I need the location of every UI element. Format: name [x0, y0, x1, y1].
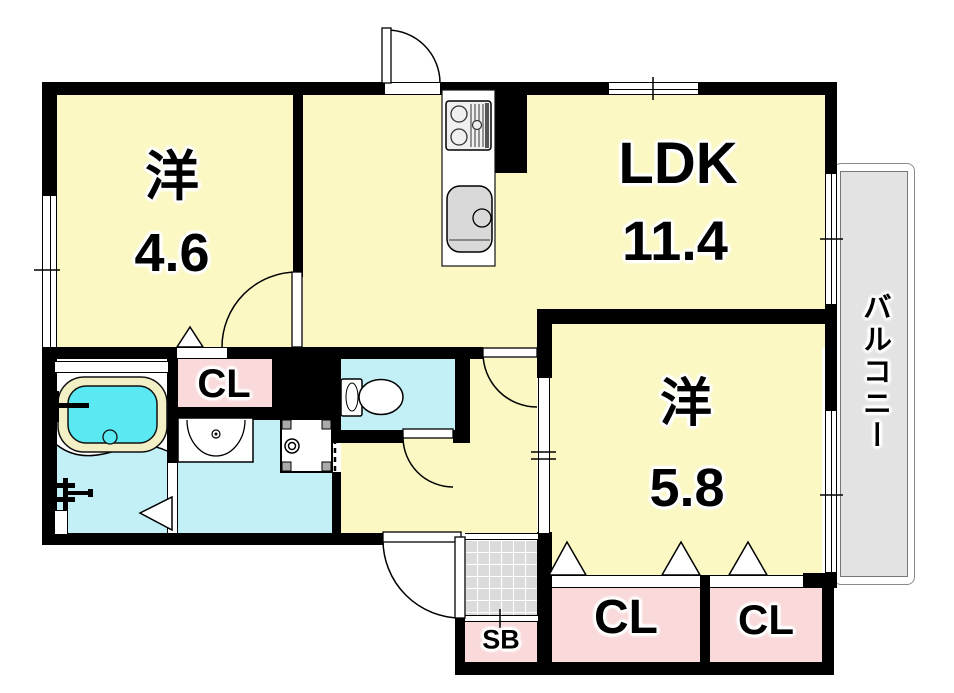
- wall-left-lower: [42, 348, 57, 533]
- closet-main-opening: [552, 575, 700, 588]
- room-ldk-area: 11.4: [622, 209, 728, 272]
- ldk-hall-door-leaf: [482, 347, 538, 358]
- closet-hall-opening: [177, 347, 227, 359]
- entry-door-opening-top: [385, 82, 440, 95]
- wall-mid-band-b: [227, 347, 483, 359]
- wall-58-top: [537, 309, 837, 324]
- window-balcony-ldk: [825, 173, 837, 305]
- bath-door-opening: [167, 463, 178, 533]
- closet-side-floor: [710, 588, 822, 662]
- wall-closet-divider: [700, 575, 710, 662]
- wall-toilet-right: [455, 347, 470, 430]
- shoe-box-label: SB: [482, 624, 520, 655]
- room-ldk-label: LDK: [618, 131, 738, 196]
- entry-door-arc: [386, 29, 441, 84]
- front-door-leaf-open: [454, 536, 466, 619]
- wall-kitchen-stub: [495, 82, 527, 173]
- toilet-room-floor: [341, 359, 455, 430]
- wall-right-mid: [825, 305, 837, 410]
- front-door-arc: [382, 539, 462, 619]
- closet-main-label: CL: [594, 591, 658, 644]
- entrance-tile-floor: [465, 540, 538, 615]
- window-top-ldk: [608, 82, 699, 95]
- wall-top-a: [42, 82, 385, 95]
- wall-bottom-closets: [455, 662, 834, 675]
- wall-closet-hall-bottom: [170, 407, 272, 420]
- balcony-label: バルコニー: [858, 292, 891, 452]
- wall-bottom-main: [42, 533, 383, 545]
- entry-door-leaf: [381, 27, 392, 84]
- entrance-step-edge: [465, 533, 538, 540]
- closet-hall-label: CL: [197, 362, 251, 406]
- bathroom-lower-floor: [57, 445, 167, 533]
- room-western-5-8-floor: [549, 324, 822, 575]
- wall-58-left-upper: [537, 309, 552, 378]
- bathroom-upper-floor: [57, 373, 167, 445]
- wall-block-center: [272, 347, 341, 420]
- wall-left-upper: [42, 82, 57, 195]
- shoe-box-step-edge: [465, 615, 538, 622]
- closet-hall-floor: [177, 359, 272, 407]
- bath-wall-shelf: [55, 361, 168, 373]
- wall-46-ldk-divider: [293, 82, 303, 277]
- room-western-5-8-area: 5.8: [649, 458, 725, 518]
- room-western-4-6-floor: [57, 95, 293, 347]
- room-western-4-6-area: 4.6: [134, 223, 210, 283]
- balcony-deck: [840, 171, 908, 577]
- washroom-floor: [178, 418, 332, 533]
- wall-right-upper: [825, 82, 837, 173]
- wall-58-bottom-right: [803, 573, 837, 588]
- sliding-door-hall-58: [538, 378, 550, 533]
- room-western-5-8-label: 洋: [659, 375, 713, 433]
- window-west-46: [42, 195, 57, 348]
- closet-side-label: CL: [738, 596, 794, 643]
- room-ldk-floor: [303, 95, 825, 348]
- wall-closet-right: [822, 588, 834, 675]
- wall-genkan-closet-left: [537, 532, 552, 662]
- wall-toilet-left: [330, 359, 341, 443]
- closet-side-opening: [710, 575, 803, 588]
- wall-toilet-bottom-a: [341, 430, 403, 443]
- wall-genkan-left-lower: [455, 615, 465, 662]
- wall-toilet-bottom-b: [453, 430, 470, 443]
- closet-main-floor: [552, 588, 700, 662]
- shoe-box-floor: [465, 622, 538, 662]
- wall-washroom-right: [332, 472, 341, 533]
- front-door-leaf-closed: [382, 531, 462, 543]
- wall-top-c: [699, 82, 837, 95]
- wall-mid-band-a: [42, 347, 177, 359]
- window-balcony-58: [825, 410, 837, 573]
- room46-door-leaf: [291, 271, 303, 348]
- room-western-4-6-label: 洋: [145, 147, 199, 207]
- window-bath-small: [54, 510, 68, 535]
